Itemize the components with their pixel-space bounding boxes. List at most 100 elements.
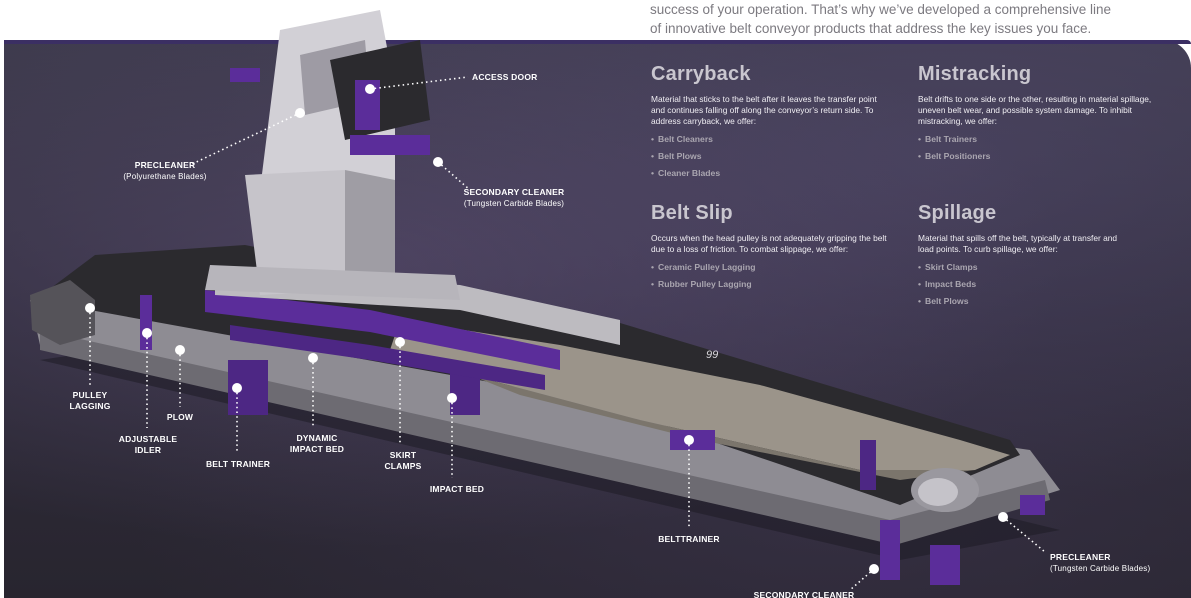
- issue-description: Material that spills off the belt, typic…: [918, 233, 1118, 254]
- plow-text: PLOW: [166, 412, 194, 422]
- dot-precleaner-bottom: [998, 512, 1008, 522]
- issue-description: Belt drifts to one side or the other, re…: [918, 94, 1152, 126]
- issue-description: Occurs when the head pulley is not adequ…: [651, 233, 887, 254]
- precleaner-top-sub: (Polyurethane Blades): [123, 172, 207, 181]
- bullet-icon: •: [918, 279, 922, 289]
- product-item[interactable]: •Ceramic Pulley Lagging: [651, 259, 891, 276]
- issue-carryback: Carryback Material that sticks to the be…: [651, 63, 891, 182]
- frame-rail: [30, 300, 1060, 540]
- dot-belttrainer: [684, 435, 694, 445]
- label-access-door: ACCESS DOOR: [472, 72, 538, 83]
- adjustable-idler-line-2: IDLER: [134, 445, 162, 455]
- issue-title: Belt Slip: [651, 202, 733, 224]
- dynamic-impact-bed-line-2: IMPACT BED: [289, 444, 345, 454]
- access-door-text: ACCESS DOOR: [472, 72, 538, 82]
- label-precleaner-top: PRECLEANER (Polyurethane Blades): [120, 160, 210, 182]
- label-dynamic-impact-bed: DYNAMIC IMPACT BED: [286, 433, 348, 455]
- chute-lower: [245, 170, 345, 295]
- panel-top-edge: [4, 40, 1191, 44]
- bullet-icon: •: [651, 151, 655, 161]
- issue-description: Material that sticks to the belt after i…: [651, 94, 877, 126]
- product-item[interactable]: •Skirt Clamps: [918, 259, 1118, 276]
- product-item[interactable]: •Belt Plows: [918, 293, 1118, 310]
- issue-belt-slip: Belt Slip Occurs when the head pulley is…: [651, 202, 891, 293]
- pulley-lagging-line-1: PULLEY: [72, 390, 108, 400]
- product-item[interactable]: •Belt Trainers: [918, 131, 1158, 148]
- product-item[interactable]: •Belt Positioners: [918, 148, 1158, 165]
- issue-product-list: •Ceramic Pulley Lagging •Rubber Pulley L…: [651, 259, 891, 293]
- issue-spillage: Spillage Material that spills off the be…: [918, 202, 1118, 310]
- dot-access-door: [365, 84, 375, 94]
- label-precleaner-bottom: PRECLEANER (Tungsten Carbide Blades): [1050, 552, 1150, 574]
- secondary-cleaner-top-text: SECONDARY CLEANER: [463, 187, 565, 197]
- chute-plate: [205, 265, 460, 300]
- intro-line-2: of innovative belt conveyor products tha…: [650, 21, 1092, 36]
- product-item[interactable]: •Belt Plows: [651, 148, 891, 165]
- product-label: Belt Plows: [658, 151, 702, 161]
- bullet-icon: •: [918, 151, 922, 161]
- label-skirt-clamps: SKIRT CLAMPS: [381, 450, 425, 472]
- precleaner-bottom-sub: (Tungsten Carbide Blades): [1050, 564, 1151, 573]
- product-label: Cleaner Blades: [658, 168, 721, 178]
- support-end-2: [880, 520, 900, 580]
- secondary-cleaner-top: [350, 135, 430, 155]
- support-end-4: [1020, 495, 1045, 515]
- machine-label: 99: [706, 349, 718, 361]
- intro-line-1: success of your operation. That’s why we…: [650, 2, 1112, 17]
- dot-dynamic-impact-bed: [308, 353, 318, 363]
- bullet-icon: •: [651, 134, 655, 144]
- label-impact-bed: IMPACT BED: [426, 484, 488, 495]
- issue-title: Mistracking: [918, 63, 1032, 85]
- precleaner-top-frame: [230, 68, 260, 82]
- belt-trainer-text: BELT TRAINER: [205, 459, 271, 469]
- bullet-icon: •: [918, 134, 922, 144]
- belttrainer-text: BELTTRAINER: [658, 534, 720, 544]
- product-label: Ceramic Pulley Lagging: [658, 262, 756, 272]
- adjustable-idler-line-1: ADJUSTABLE: [118, 434, 178, 444]
- product-label: Belt Cleaners: [658, 134, 713, 144]
- secondary-cleaner-bottom-text: SECONDARY CLEANER: [753, 590, 855, 598]
- bullet-icon: •: [651, 262, 655, 272]
- bullet-icon: •: [651, 168, 655, 178]
- issue-title: Carryback: [651, 63, 751, 85]
- product-label: Belt Trainers: [925, 134, 978, 144]
- dot-secondary-cleaner-bottom: [869, 564, 879, 574]
- product-item[interactable]: •Rubber Pulley Lagging: [651, 276, 891, 293]
- skirt-clamps-line-1: SKIRT: [389, 450, 417, 460]
- dot-pulley-lagging: [85, 303, 95, 313]
- issue-product-list: •Skirt Clamps •Impact Beds •Belt Plows: [918, 259, 1118, 310]
- support-left: [140, 295, 152, 350]
- dot-belt-trainer: [232, 383, 242, 393]
- issue-title: Spillage: [918, 202, 997, 224]
- product-label: Rubber Pulley Lagging: [658, 279, 752, 289]
- label-secondary-cleaner-top: SECONDARY CLEANER (Tungsten Carbide Blad…: [462, 187, 566, 209]
- support-end-3: [930, 545, 960, 585]
- belt-left-curve: [30, 280, 95, 345]
- label-belt-trainer: BELT TRAINER: [204, 459, 272, 470]
- product-label: Impact Beds: [925, 279, 977, 289]
- issue-product-list: •Belt Trainers •Belt Positioners: [918, 131, 1158, 165]
- pulley-lagging-line-2: LAGGING: [69, 401, 111, 411]
- label-belttrainer: BELTTRAINER: [656, 534, 722, 545]
- dot-skirt-clamps: [395, 337, 405, 347]
- product-item[interactable]: •Cleaner Blades: [651, 165, 891, 182]
- product-item[interactable]: •Impact Beds: [918, 276, 1118, 293]
- impact-bed-bars: [205, 290, 560, 370]
- product-label: Skirt Clamps: [925, 262, 978, 272]
- label-secondary-cleaner-bottom: SECONDARY CLEANER: [752, 590, 856, 598]
- bullet-icon: •: [918, 262, 922, 272]
- label-pulley-lagging: PULLEY LAGGING: [66, 390, 114, 412]
- issue-mistracking: Mistracking Belt drifts to one side or t…: [918, 63, 1158, 165]
- product-label: Belt Plows: [925, 296, 969, 306]
- impact-bed-bars-2: [230, 325, 545, 390]
- skirt-clamps-line-2: CLAMPS: [384, 461, 422, 471]
- bullet-icon: •: [651, 279, 655, 289]
- callout-dots: [85, 84, 1008, 574]
- dynamic-impact-bed-line-1: DYNAMIC: [296, 433, 338, 443]
- dot-impact-bed: [447, 393, 457, 403]
- product-label: Belt Positioners: [925, 151, 991, 161]
- bullet-icon: •: [918, 296, 922, 306]
- dot-precleaner-top: [295, 108, 305, 118]
- product-item[interactable]: •Belt Cleaners: [651, 131, 891, 148]
